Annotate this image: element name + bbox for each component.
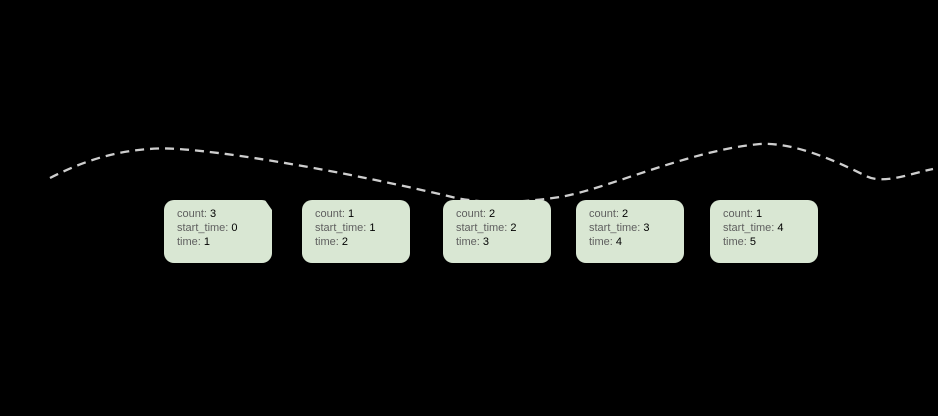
time-label: time: [456, 236, 480, 248]
start-time-value: 2 [510, 222, 517, 234]
time-value: 3 [482, 236, 489, 248]
count-label: count: [723, 208, 753, 220]
start-time-value: 3 [643, 222, 650, 234]
count-row: count:2 [456, 207, 551, 221]
window-card-3: count:2 start_time:2 time:3 [443, 200, 551, 263]
start-time-value: 1 [369, 222, 376, 234]
time-value: 4 [615, 236, 622, 248]
start-time-label: start_time: [177, 222, 229, 234]
start-time-row: start_time:0 [177, 221, 272, 235]
count-label: count: [177, 208, 207, 220]
start-time-row: start_time:1 [315, 221, 410, 235]
start-time-value: 0 [231, 222, 238, 234]
time-row: time:5 [723, 235, 818, 249]
count-row: count:1 [315, 207, 410, 221]
start-time-row: start_time:3 [589, 221, 684, 235]
start-time-label: start_time: [456, 222, 508, 234]
start-time-value: 4 [777, 222, 784, 234]
time-value: 5 [749, 236, 756, 248]
time-value: 2 [341, 236, 348, 248]
time-row: time:3 [456, 235, 551, 249]
time-row: time:2 [315, 235, 410, 249]
time-row: time:4 [589, 235, 684, 249]
start-time-row: start_time:4 [723, 221, 818, 235]
time-label: time: [723, 236, 747, 248]
count-row: count:3 [177, 207, 272, 221]
count-row: count:1 [723, 207, 818, 221]
count-value: 1 [755, 208, 763, 220]
window-card-2: count:1 start_time:1 time:2 [302, 200, 410, 263]
window-card-5: count:1 start_time:4 time:5 [710, 200, 818, 263]
time-label: time: [315, 236, 339, 248]
time-label: time: [177, 236, 201, 248]
start-time-row: start_time:2 [456, 221, 551, 235]
dashed-curve-path [49, 142, 934, 204]
corner-artifact [265, 200, 272, 210]
time-label: time: [589, 236, 613, 248]
start-time-label: start_time: [315, 222, 367, 234]
count-row: count:2 [589, 207, 684, 221]
time-value: 1 [203, 236, 210, 248]
start-time-label: start_time: [589, 222, 641, 234]
count-value: 2 [621, 208, 629, 220]
count-label: count: [315, 208, 345, 220]
window-card-4: count:2 start_time:3 time:4 [576, 200, 684, 263]
count-label: count: [589, 208, 619, 220]
count-value: 3 [209, 208, 217, 220]
count-value: 2 [488, 208, 496, 220]
time-row: time:1 [177, 235, 272, 249]
count-value: 1 [347, 208, 355, 220]
start-time-label: start_time: [723, 222, 775, 234]
window-card-1: count:3 start_time:0 time:1 [164, 200, 272, 263]
count-label: count: [456, 208, 486, 220]
